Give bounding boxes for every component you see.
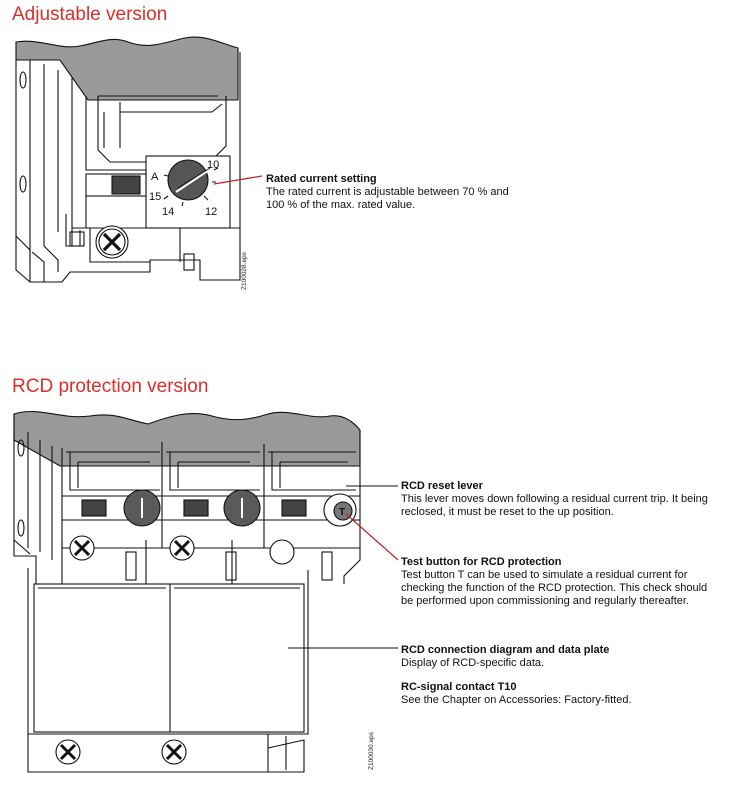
section-title-rcd: RCD protection version (12, 376, 209, 397)
dial-label-14: 14 (162, 206, 174, 218)
test-button-letter: T (339, 507, 345, 518)
dial-label-12: 12 (205, 206, 217, 218)
callout-reset-lever: RCD reset lever This lever moves down fo… (401, 480, 737, 519)
drawing-code-top: Z100028.eps (241, 252, 248, 290)
dial-label-15: 15 (149, 191, 161, 203)
callout-test-button-heading: Test button for RCD protection (401, 556, 562, 568)
drawing-code-bottom: Z100030.eps (368, 732, 375, 770)
callout-reset-lever-body: This lever moves down following a residu… (401, 493, 708, 518)
callout-connection-diagram-heading: RCD connection diagram and data plate (401, 644, 610, 656)
callout-connection-diagram: RCD connection diagram and data plate Di… (401, 644, 737, 670)
callout-rated-current-body: The rated current is adjustable between … (266, 186, 509, 211)
callout-rated-current: Rated current setting The rated current … (266, 173, 566, 212)
dial-label-10: 10 (207, 159, 219, 171)
callout-connection-diagram-body: Display of RCD-specific data. (401, 657, 545, 669)
dial-unit-label: A (151, 171, 159, 183)
callout-rated-current-heading: Rated current setting (266, 173, 377, 185)
rcd-breaker-drawing (13, 410, 399, 773)
callout-signal-contact-heading: RC-signal contact T10 (401, 681, 517, 693)
callout-signal-contact-body: See the Chapter on Accessories: Factory-… (401, 694, 632, 706)
callout-test-button-body: Test button T can be used to simulate a … (401, 569, 708, 607)
section-title-adjustable: Adjustable version (12, 4, 168, 25)
adjustable-breaker-drawing (15, 36, 263, 283)
callout-signal-contact: RC-signal contact T10 See the Chapter on… (401, 681, 737, 707)
callout-reset-lever-heading: RCD reset lever (401, 480, 483, 492)
callout-test-button: Test button for RCD protection Test butt… (401, 556, 737, 608)
